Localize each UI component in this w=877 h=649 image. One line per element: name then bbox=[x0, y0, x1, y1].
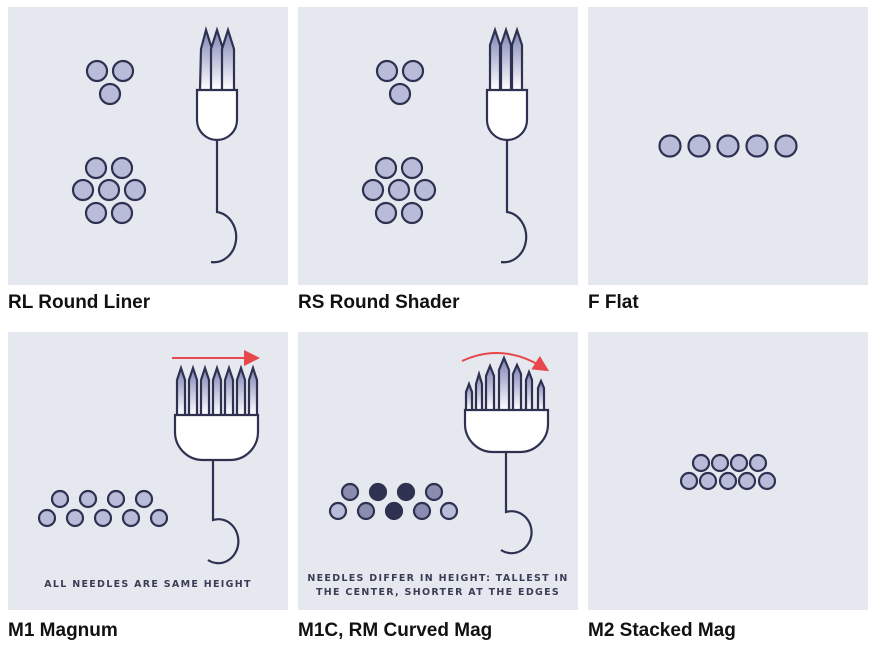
curved-arrow-icon bbox=[461, 352, 550, 372]
round-shader-diagram bbox=[361, 26, 529, 264]
needle-circles bbox=[71, 59, 147, 225]
tile-label: M2 Stacked Mag bbox=[588, 620, 736, 641]
needle-circles bbox=[361, 59, 437, 225]
tile-curved-mag: NEEDLES DIFFER IN HEIGHT: TALLEST IN THE… bbox=[298, 332, 578, 610]
needle-group-icon bbox=[173, 364, 260, 565]
needle-circles bbox=[37, 489, 169, 528]
tile-label: RL Round Liner bbox=[8, 292, 151, 313]
tile-label: F Flat bbox=[588, 292, 639, 313]
stacked-mag-diagram bbox=[679, 453, 777, 491]
tile-label: M1 Magnum bbox=[8, 620, 118, 641]
needle-group-icon bbox=[485, 26, 529, 264]
tile-round-shader bbox=[298, 7, 578, 285]
round-liner-diagram bbox=[71, 26, 239, 264]
tile-flat bbox=[588, 7, 868, 285]
needle-group-icon bbox=[463, 355, 550, 555]
diagram-caption: ALL NEEDLES ARE SAME HEIGHT bbox=[44, 579, 252, 590]
magnum-diagram: ALL NEEDLES ARE SAME HEIGHT bbox=[37, 350, 260, 590]
diagram-caption-line1: NEEDLES DIFFER IN HEIGHT: TALLEST IN bbox=[307, 573, 568, 584]
needle-circles bbox=[679, 453, 777, 491]
needle-circles bbox=[328, 482, 459, 521]
tile-label: RS Round Shader bbox=[298, 292, 460, 313]
tile-stacked-mag bbox=[588, 332, 868, 610]
needle-circles bbox=[658, 134, 798, 158]
diagram-caption-line2: THE CENTER, SHORTER AT THE EDGES bbox=[316, 587, 560, 598]
flat-diagram bbox=[658, 134, 798, 158]
needle-group-icon bbox=[195, 26, 239, 264]
curved-mag-diagram: NEEDLES DIFFER IN HEIGHT: TALLEST IN THE… bbox=[307, 352, 568, 598]
tile-round-liner bbox=[8, 7, 288, 285]
tile-magnum: ALL NEEDLES ARE SAME HEIGHT bbox=[8, 332, 288, 610]
tile-label: M1C, RM Curved Mag bbox=[298, 620, 493, 641]
